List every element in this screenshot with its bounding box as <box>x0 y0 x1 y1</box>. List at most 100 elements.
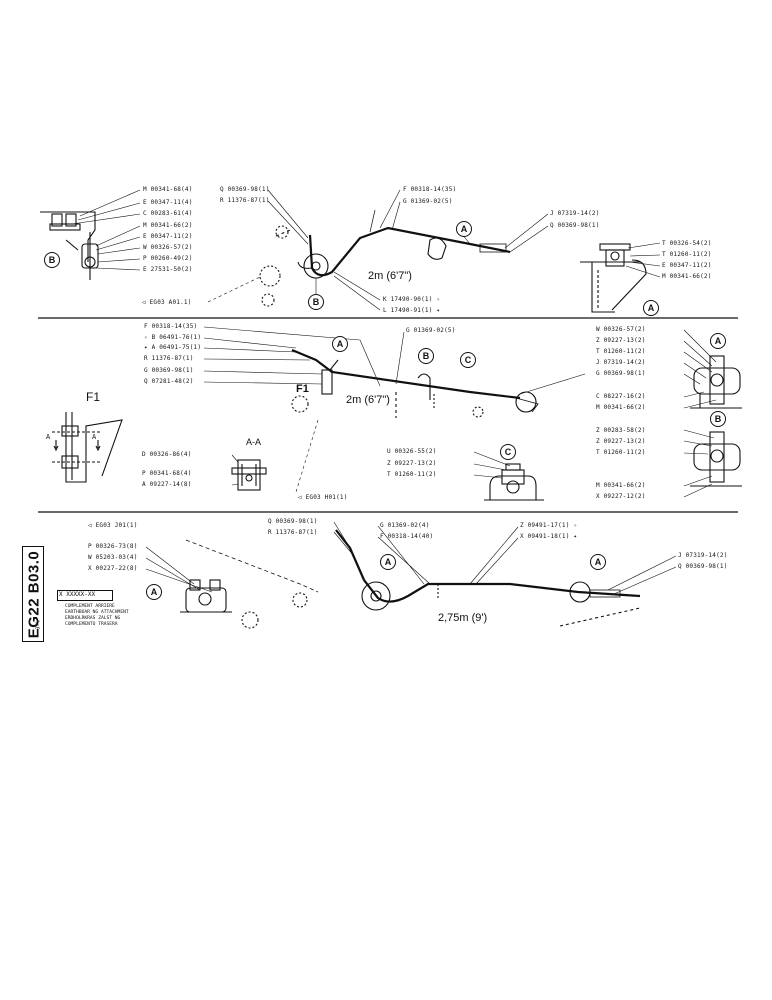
part-label[interactable]: J 07319-14(2) <box>678 552 728 559</box>
section-mark: A <box>46 433 51 441</box>
part-label[interactable]: G 01369-02(5) <box>403 198 453 205</box>
part-label[interactable]: W 05203-03(4) <box>88 554 138 561</box>
title-line: ERDHOLRKRAS ZALST NG <box>65 616 121 621</box>
part-label[interactable]: R 11376-87(1) <box>144 355 194 362</box>
part-label[interactable]: A 09227-14(8) <box>142 481 192 488</box>
title-stamp: X XXXXX-XX COMPLEMENT ARRIERE EARTHBOAR … <box>57 590 131 632</box>
callout-b[interactable]: B <box>418 348 434 364</box>
hydraulic-pipe-2 <box>291 348 539 418</box>
part-label[interactable]: J 07319-14(2) <box>550 210 600 217</box>
part-label[interactable]: C 08227-16(2) <box>596 393 646 400</box>
detail-b-clamp-drawing <box>40 211 99 280</box>
part-label[interactable]: L 17490-91(1) ✦ <box>383 307 441 314</box>
reference-link[interactable]: ◁ EG03 H01(1) <box>298 494 348 501</box>
part-label[interactable]: Q 00369-98(1) <box>678 563 728 570</box>
part-label[interactable]: G 00369-98(1) <box>596 370 646 377</box>
hydraulic-pipe-3 <box>185 529 641 629</box>
callout-c[interactable]: C <box>460 352 476 368</box>
part-label[interactable]: Z 00283-58(2) <box>596 427 646 434</box>
section-a-a-drawing <box>231 459 267 491</box>
part-label[interactable]: W 00326-57(2) <box>143 244 193 251</box>
part-label[interactable]: M 00341-66(2) <box>662 273 712 280</box>
detail-c-clamp-drawing <box>484 463 544 501</box>
part-label[interactable]: G 01369-02(5) <box>406 327 456 334</box>
callout-a-right[interactable]: A <box>710 333 726 349</box>
part-label[interactable]: J 07319-14(2) <box>596 359 646 366</box>
part-label[interactable]: Z 09227-13(2) <box>596 438 646 445</box>
callout-a-right[interactable]: A <box>643 300 659 316</box>
part-label[interactable]: E 27531-50(2) <box>143 266 193 273</box>
callout-a[interactable]: A <box>380 554 396 570</box>
part-label[interactable]: T 01260-11(2) <box>387 471 437 478</box>
part-label[interactable]: Z 09491-17(1) ✧ <box>520 522 578 529</box>
part-label[interactable]: E 00347-11(4) <box>143 199 193 206</box>
callout-a[interactable]: A <box>332 336 348 352</box>
part-label[interactable]: F 00318-14(35) <box>144 323 198 330</box>
pipe-clamp-section3-drawing <box>180 579 232 613</box>
callout-a[interactable]: A <box>590 554 606 570</box>
part-label[interactable]: ✧ B 06491-76(1) <box>144 334 202 341</box>
part-label[interactable]: F 00318-14(40) <box>380 533 434 540</box>
part-label[interactable]: T 01260-11(2) <box>596 348 646 355</box>
f1-detail-drawing <box>52 412 123 483</box>
sheet-id-box <box>22 546 44 642</box>
title-line: COMPLEMENTO TRASERA <box>65 622 118 627</box>
detail-a-right-drawing <box>690 355 742 409</box>
part-label[interactable]: Z 09227-13(2) <box>596 337 646 344</box>
part-label[interactable]: T 01260-11(2) <box>662 251 712 258</box>
part-label[interactable]: Q 07281-48(2) <box>144 378 194 385</box>
part-label[interactable]: T 00326-54(2) <box>662 240 712 247</box>
part-label[interactable]: ✦ A 06491-75(1) <box>144 344 202 351</box>
f1-view-marker: F1 <box>296 383 309 395</box>
title-line: COMPLEMENT ARRIERE <box>65 604 115 609</box>
part-label[interactable]: C 00283-61(4) <box>143 210 193 217</box>
part-label[interactable]: P 00341-68(4) <box>142 470 192 477</box>
part-label[interactable]: X 09227-12(2) <box>596 493 646 500</box>
part-label[interactable]: M 00341-66(2) <box>596 404 646 411</box>
part-label[interactable]: D 00326-86(4) <box>142 451 192 458</box>
part-label[interactable]: Q 00369-98(1) <box>550 222 600 229</box>
part-label[interactable]: Z 09227-13(2) <box>387 460 437 467</box>
part-label[interactable]: E 00347-11(2) <box>143 233 193 240</box>
section-a-a-title: A-A <box>246 437 262 447</box>
callout-a-left[interactable]: A <box>146 584 162 600</box>
part-label[interactable]: E 00347-11(2) <box>662 262 712 269</box>
part-label[interactable]: K 17490-90(1) ✧ <box>383 296 441 303</box>
part-label[interactable]: M 00341-68(4) <box>143 186 193 193</box>
callout-b-pipe[interactable]: B <box>308 294 324 310</box>
part-label[interactable]: P 00326-73(8) <box>88 543 138 550</box>
part-label[interactable]: X 09491-18(1) ✦ <box>520 533 578 540</box>
part-label[interactable]: U 00326-55(2) <box>387 448 437 455</box>
part-label[interactable]: P 00260-49(2) <box>143 255 193 262</box>
callout-b-left[interactable]: B <box>44 252 60 268</box>
callout-b-right[interactable]: B <box>710 411 726 427</box>
part-label[interactable]: R 11376-87(1) <box>220 197 270 204</box>
part-label[interactable]: F 00318-14(35) <box>403 186 457 193</box>
section-mark: A <box>92 433 97 441</box>
detail-b-right-drawing <box>690 431 742 487</box>
pipe-length: 2m (6'7") <box>346 394 390 406</box>
f1-detail-title: F1 <box>86 390 101 404</box>
part-label[interactable]: G 00369-98(1) <box>144 367 194 374</box>
part-label[interactable]: W 00326-57(2) <box>596 326 646 333</box>
callout-c-detail[interactable]: C <box>500 444 516 460</box>
part-label[interactable]: M 00341-66(2) <box>596 482 646 489</box>
hydraulic-pipe-1 <box>259 209 511 307</box>
callout-a-pipe[interactable]: A <box>456 221 472 237</box>
stamp-code-box <box>57 590 113 601</box>
revision-note: 3-% <box>35 620 42 630</box>
part-label[interactable]: X 00227-22(8) <box>88 565 138 572</box>
reference-link[interactable]: ◁ EG03 J01(1) <box>88 522 138 529</box>
part-label[interactable]: Q 00369-98(1) <box>220 186 270 193</box>
reference-link[interactable]: ◁ EG03 A01.1) <box>142 299 192 306</box>
pipe-length: 2,75m (9') <box>438 612 488 624</box>
detail-a-bracket-drawing <box>580 243 647 313</box>
part-label[interactable]: G 01369-02(4) <box>380 522 430 529</box>
part-label[interactable]: T 01260-11(2) <box>596 449 646 456</box>
part-label[interactable]: M 00341-66(2) <box>143 222 193 229</box>
part-label[interactable]: Q 00369-98(1) <box>268 518 318 525</box>
part-label[interactable]: R 11376-87(1) <box>268 529 318 536</box>
title-line: EARTHBOAR NG ATTACHMENT <box>65 610 129 615</box>
